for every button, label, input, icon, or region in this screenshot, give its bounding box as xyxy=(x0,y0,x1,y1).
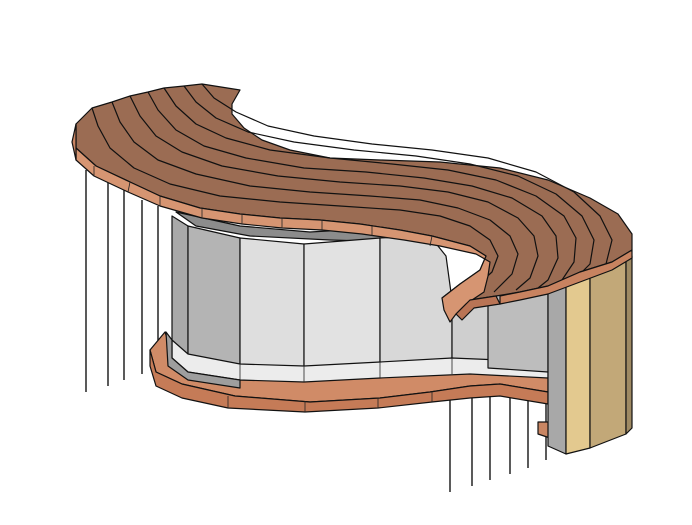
curved-wall xyxy=(165,211,549,389)
end-wall-panel xyxy=(547,255,633,455)
support-rods-left xyxy=(85,170,159,392)
layered-canopy-roof xyxy=(71,83,633,323)
